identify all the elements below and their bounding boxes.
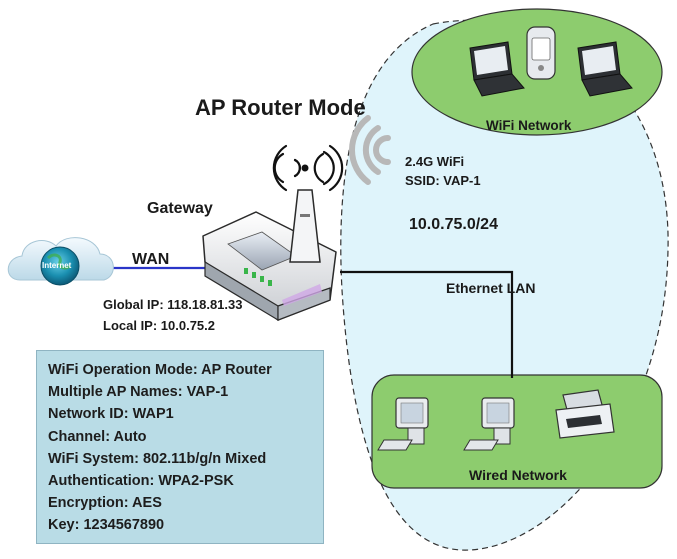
info-ap-names: Multiple AP Names: VAP-1 (48, 384, 229, 401)
antenna-tip (301, 164, 309, 172)
info-network-id: Network ID: WAP1 (48, 406, 174, 423)
info-authentication: Authentication: WPA2-PSK (48, 473, 234, 490)
subnet-label: 10.0.75.0/24 (409, 216, 498, 233)
desktop-pc-icon (463, 397, 515, 451)
pda-icon (526, 26, 556, 80)
laptop-icon (577, 41, 633, 97)
gateway-label: Gateway (147, 200, 213, 217)
desktop-pc-icon (377, 397, 429, 451)
wifi-settings-info-box: WiFi Operation Mode: AP Router Multiple … (36, 350, 324, 544)
global-ip-label: Global IP: 118.18.81.33 (103, 297, 243, 312)
wifi-band-label: 2.4G WiFi (405, 154, 465, 169)
local-ip-label: Local IP: 10.0.75.2 (103, 318, 216, 333)
info-operation-mode: WiFi Operation Mode: AP Router (48, 362, 272, 378)
wifi-signal-icon (349, 115, 391, 185)
router-icon (202, 189, 337, 322)
internet-label: Internet (42, 261, 72, 270)
antenna-waves-icon (272, 144, 344, 192)
info-encryption: Encryption: AES (48, 495, 162, 512)
info-channel: Channel: Auto (48, 428, 147, 445)
info-key: Key: 1234567890 (48, 517, 165, 534)
wired-network-label: Wired Network (469, 467, 567, 483)
wan-label: WAN (132, 251, 170, 268)
wifi-network-label: WiFi Network (486, 118, 572, 133)
ethernet-lan-label: Ethernet LAN (446, 280, 536, 296)
printer-icon (555, 389, 615, 439)
diagram-title: AP Router Mode (195, 95, 366, 120)
laptop-icon (469, 41, 525, 97)
info-wifi-system: WiFi System: 802.11b/g/n Mixed (48, 450, 267, 467)
ethernet-lan-line (340, 270, 514, 378)
ssid-label: SSID: VAP-1 (405, 173, 481, 188)
